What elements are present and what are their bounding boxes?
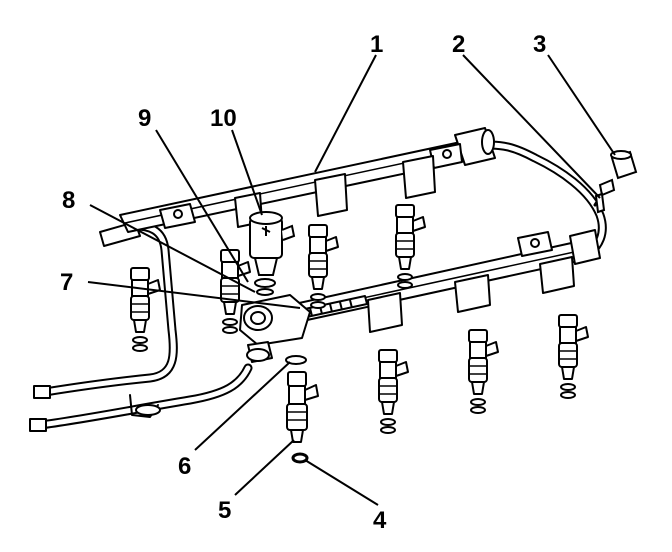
fuel-injector-exploded bbox=[285, 355, 319, 443]
leader-line-2 bbox=[462, 54, 601, 199]
leader-line-4 bbox=[304, 459, 379, 506]
callout-7: 7 bbox=[60, 269, 73, 296]
fuel-rail-rear bbox=[119, 127, 496, 233]
leader-line-10 bbox=[231, 129, 263, 216]
callout-9: 9 bbox=[138, 105, 151, 132]
callout-6: 6 bbox=[178, 453, 191, 480]
schrader-valve-cap bbox=[594, 150, 638, 214]
leader-line-8 bbox=[89, 204, 256, 293]
fuel-pressure-regulator bbox=[249, 211, 296, 276]
callout-5: 5 bbox=[218, 497, 231, 524]
callout-labels: 1 2 3 4 5 6 7 8 9 10 bbox=[60, 31, 546, 534]
leader-line-5 bbox=[234, 439, 295, 496]
leader-line-1 bbox=[314, 54, 377, 173]
callout-1: 1 bbox=[370, 31, 383, 58]
leader-line-9 bbox=[155, 129, 249, 283]
callout-8: 8 bbox=[62, 187, 75, 214]
injector-lower-oring bbox=[291, 452, 309, 464]
callout-2: 2 bbox=[452, 31, 465, 58]
leader-line-7 bbox=[87, 281, 301, 309]
regulator-seals bbox=[254, 278, 276, 296]
fuel-lines bbox=[29, 221, 253, 432]
callout-10: 10 bbox=[210, 105, 237, 132]
callout-3: 3 bbox=[533, 31, 546, 58]
fuel-rail-front bbox=[289, 229, 601, 333]
leader-line-6 bbox=[194, 361, 291, 451]
callout-4: 4 bbox=[373, 507, 387, 534]
leader-line-3 bbox=[547, 54, 616, 156]
leader-lines bbox=[87, 54, 616, 506]
